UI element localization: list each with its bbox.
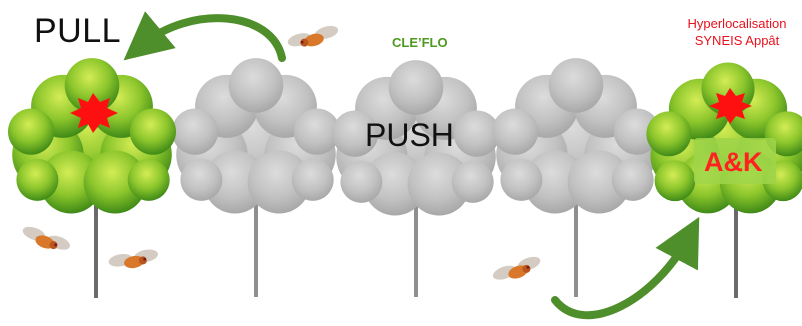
- hyperlocalisation-label: Hyperlocalisation SYNEIS Appât: [672, 15, 802, 49]
- hyperlocalisation-line: Hyperlocalisation: [672, 15, 802, 32]
- push-label: PUSH: [365, 117, 454, 154]
- ak-label: A&K: [704, 147, 763, 178]
- fruit-fly-icon: [491, 254, 543, 286]
- green-tree-icon: [8, 58, 176, 298]
- fruit-fly-icon: [286, 24, 340, 53]
- grey-tree-icon: [492, 58, 660, 297]
- cleflo-label: CLE’FLO: [392, 35, 448, 50]
- pull-label: PULL: [34, 12, 121, 51]
- grey-tree-icon: [172, 58, 340, 297]
- fruit-fly-icon: [108, 248, 160, 272]
- fruit-fly-icon: [19, 224, 71, 256]
- syneis-line: SYNEIS Appât: [672, 32, 802, 49]
- grey-tree-icon: [332, 60, 500, 297]
- green-curved-arrow-icon: [142, 18, 282, 58]
